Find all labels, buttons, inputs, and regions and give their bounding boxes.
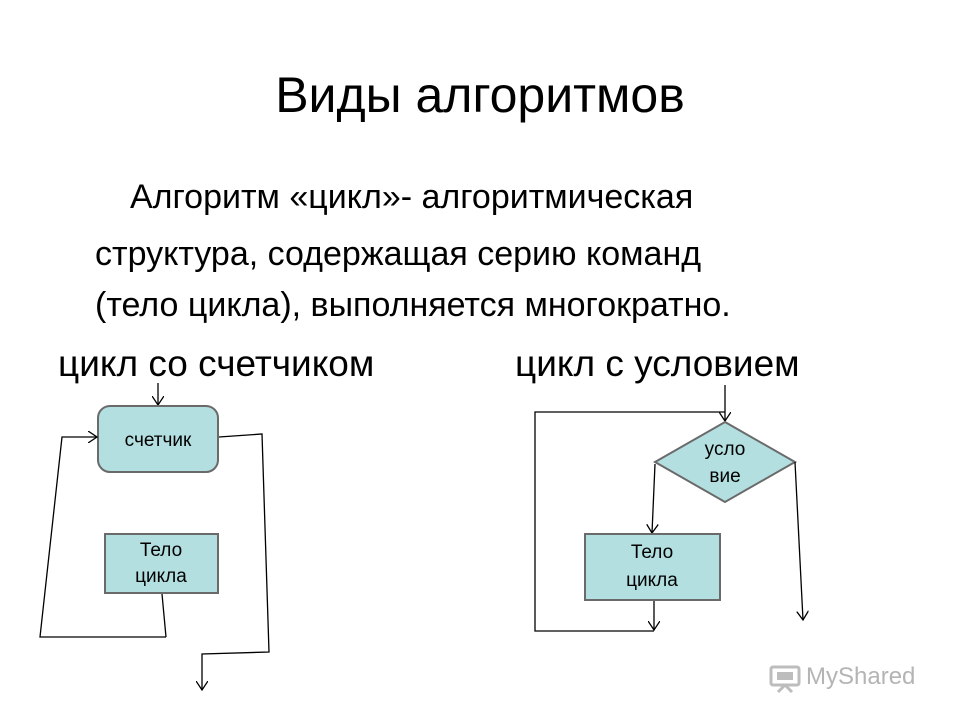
condition-body-label-line1: Тело xyxy=(631,542,673,563)
body-down-line xyxy=(161,593,167,638)
definition-line-2: структура, содержащая серию команд xyxy=(95,235,702,273)
page-title: Виды алгоритмов xyxy=(275,67,685,123)
counter-box-label: счетчик xyxy=(125,430,192,451)
watermark: MyShared xyxy=(768,657,928,697)
label-condition-loop: цикл с условием xyxy=(515,343,800,384)
false-branch-exit-line xyxy=(794,461,803,620)
condition-loop-diagram: усло вие Тело цикла xyxy=(534,385,803,632)
condition-label-line1: усло xyxy=(705,439,746,460)
condition-return-loop-line xyxy=(534,411,725,632)
return-loop-line xyxy=(39,437,166,638)
watermark-text: MyShared xyxy=(806,663,916,690)
definition-line-3: (тело цикла), выполняется многократно. xyxy=(95,286,731,324)
exit-line xyxy=(202,433,270,690)
loop-body-label-line1: Тело xyxy=(140,540,182,561)
label-counter-loop: цикл со счетчиком xyxy=(58,343,375,384)
definition-line-1: Алгоритм «цикл»- алгоритмическая xyxy=(130,178,694,216)
counter-loop-diagram: счетчик Тело цикла xyxy=(39,383,270,690)
counter-box xyxy=(97,405,219,473)
condition-diamond xyxy=(652,420,798,504)
loop-body-box xyxy=(104,533,219,594)
condition-body-label-line2: цикла xyxy=(626,570,678,591)
condition-label-line2: вие xyxy=(709,466,740,487)
projector-icon xyxy=(769,665,801,693)
true-branch-line xyxy=(652,463,655,533)
condition-loop-body-box xyxy=(584,533,721,601)
loop-body-label-line2: цикла xyxy=(135,566,187,587)
